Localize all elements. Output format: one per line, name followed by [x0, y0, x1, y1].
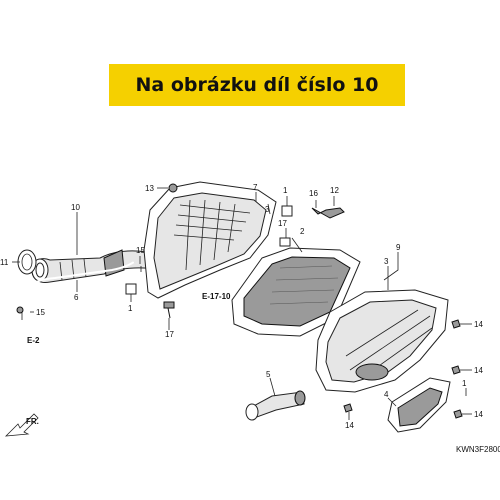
callout-10: 10 [71, 203, 80, 212]
callout-15-left: 15 [36, 308, 45, 317]
front-arrow-icon: FR. [4, 413, 39, 437]
callout-15-right: 15 [136, 246, 145, 255]
callout-3-top: 3 [265, 205, 270, 214]
callout-2: 2 [300, 227, 305, 236]
callout-7: 7 [253, 183, 258, 192]
callout-17-bottom: 17 [165, 330, 174, 339]
callout-1-left: 1 [128, 304, 133, 313]
front-label: FR. [26, 417, 39, 426]
connecting-tube-part-5 [245, 390, 306, 421]
callout-17-top: 17 [278, 219, 287, 228]
callout-12: 12 [330, 186, 339, 195]
callout-14-c: 14 [474, 410, 483, 419]
diagram-code: KWN3F2800 [456, 445, 500, 454]
leader-lines [12, 187, 472, 420]
reference-labels: E-17-10 E-2 [27, 292, 231, 345]
callout-13: 13 [145, 184, 154, 193]
callout-1-top: 1 [283, 186, 288, 195]
callout-16: 16 [309, 189, 318, 198]
cover-piece-part-4 [387, 377, 451, 433]
callout-3-right: 3 [384, 257, 389, 266]
reference-e2: E-2 [27, 336, 40, 345]
reference-e17-10: E-17-10 [202, 292, 231, 301]
intake-duct-part-10 [31, 249, 161, 283]
small-fasteners [16, 183, 463, 419]
callout-14-a: 14 [474, 320, 483, 329]
callout-11: 11 [0, 258, 9, 267]
callout-14-b: 14 [474, 366, 483, 375]
banner-title: Na obrázku díl číslo 10 [135, 74, 379, 96]
callout-1-right: 1 [462, 379, 467, 388]
callout-4: 4 [384, 390, 389, 399]
air-cleaner-case-part-7 [143, 181, 277, 299]
callout-5: 5 [266, 370, 271, 379]
clamp-part-11 [17, 249, 37, 275]
air-cleaner-cover-part-9 [315, 289, 449, 393]
callout-14-d: 14 [345, 421, 354, 430]
callout-6: 6 [74, 293, 79, 302]
callout-9: 9 [396, 243, 401, 252]
title-banner: Na obrázku díl číslo 10 [109, 64, 405, 106]
part-callouts: 13 7 3 1 16 12 17 2 10 11 15 6 1 15 17 9… [0, 183, 483, 430]
